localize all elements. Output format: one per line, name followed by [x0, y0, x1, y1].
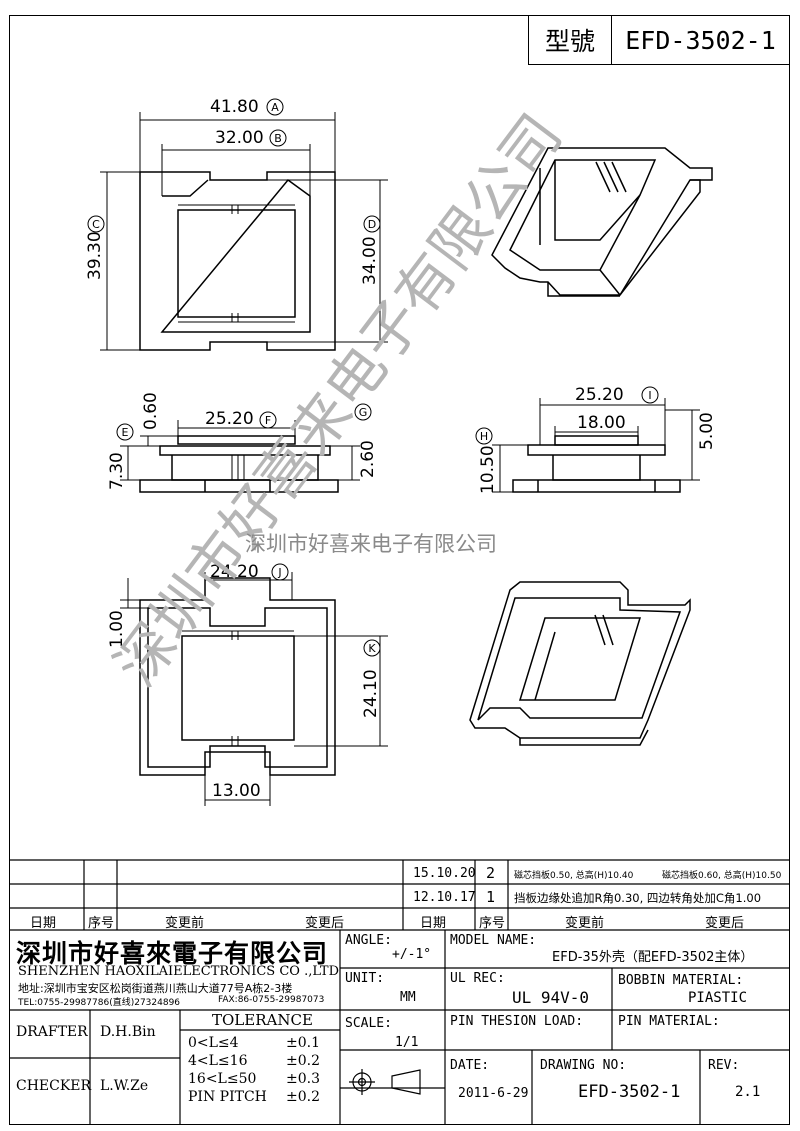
projection-symbol — [349, 1069, 421, 1095]
hdr-after-right: 变更后 — [705, 916, 745, 931]
dim-39-30: 39.30 — [85, 231, 105, 280]
dim-24-20: 24.20 — [210, 562, 259, 582]
tag-g: G — [359, 406, 368, 419]
tol-value-3: ±0.3 — [286, 1071, 320, 1087]
bobbin-label: BOBBIN MATERIAL: — [618, 973, 744, 988]
dim-34-00: 34.00 — [360, 236, 380, 285]
scale-value: 1/1 — [395, 1035, 419, 1050]
rev-2-after: 磁芯挡板0.60, 总高(H)10.50 — [662, 871, 782, 881]
tol-range-4: PIN PITCH — [188, 1089, 267, 1105]
tag-k: K — [368, 642, 376, 655]
hdr-no-right: 序号 — [479, 916, 506, 931]
bobbin-value: PIASTIC — [688, 990, 748, 1006]
rev-2-no: 2 — [486, 864, 496, 882]
model-label: 型號 — [529, 16, 612, 64]
model-number: EFD-3502-1 — [625, 25, 776, 55]
hdr-after-left: 变更后 — [305, 916, 345, 931]
model-box: 型號 EFD-3502-1 — [528, 15, 790, 65]
rev-1-date: 12.10.17 — [413, 890, 476, 905]
hdr-date-left: 日期 — [30, 916, 57, 931]
unit-value: MM — [400, 990, 416, 1005]
dim-7-30: 7.30 — [107, 452, 127, 490]
side-view-left — [120, 420, 360, 493]
tol-value-2: ±0.2 — [286, 1053, 320, 1069]
tolerance-title: TOLERANCE — [212, 1011, 313, 1029]
dim-41-80: 41.80 — [210, 97, 259, 117]
company-name-cn: 深圳市好喜來電子有限公司 — [16, 939, 329, 968]
model-name-label: MODEL NAME: — [450, 933, 537, 948]
dim-25-20-f: 25.20 — [205, 409, 254, 429]
tag-a: A — [271, 101, 279, 114]
model-name-value: EFD-35外壳（配EFD-3502主体） — [552, 950, 754, 965]
pin-load-label: PIN THESION LOAD: — [450, 1014, 584, 1029]
dim-5-00: 5.00 — [697, 412, 717, 450]
drawing-no-label: DRAWING NO: — [540, 1058, 627, 1073]
tol-value-1: ±0.1 — [286, 1035, 320, 1051]
angle-label: ANGLE: — [345, 933, 392, 948]
ul-value: UL 94V-0 — [512, 988, 590, 1007]
rev-2-before: 磁芯挡板0.50, 总高(H)10.40 — [514, 871, 634, 881]
hdr-date-right: 日期 — [420, 916, 447, 931]
tag-j: J — [277, 566, 281, 579]
dim-10-50: 10.50 — [478, 445, 498, 494]
dim-0-60: 0.60 — [141, 392, 161, 430]
top-view — [100, 112, 388, 351]
company-tel: TEL:0755-29987786(直线)27324896 — [18, 998, 181, 1008]
side-view-right — [492, 398, 700, 493]
dim-2-60: 2.60 — [358, 440, 378, 478]
iso-view-top — [491, 147, 713, 297]
tag-b: B — [274, 132, 282, 145]
dim-32-00: 32.00 — [215, 128, 264, 148]
dim-1-00: 1.00 — [107, 610, 127, 648]
tag-h: H — [480, 430, 488, 443]
rev-2-date: 15.10.20 — [413, 866, 476, 881]
tol-range-3: 16<L≤50 — [188, 1071, 257, 1087]
checker-label: CHECKER — [16, 1078, 92, 1094]
rev-1-before: 挡板边缘处追加R角0.30, 四边转角处加C角1.00 — [514, 891, 762, 905]
rev-1-no: 1 — [486, 888, 496, 906]
tag-f: F — [265, 414, 271, 427]
angle-value: +/-1° — [392, 947, 432, 962]
company-address: 地址:深圳市宝安区松岗街道燕川燕山大道77号A栋2-3楼 — [18, 982, 293, 995]
bottom-view — [120, 572, 388, 806]
drawing-frame — [9, 15, 790, 1125]
tol-range-1: 0<L≤4 — [188, 1035, 239, 1051]
tag-e: E — [122, 426, 129, 439]
pin-material-label: PIN MATERIAL: — [618, 1014, 720, 1029]
ul-label: UL REC: — [450, 971, 505, 986]
dim-13-00: 13.00 — [212, 781, 261, 801]
company-name-en: SHENZHEN HAOXILAIELECTRONICS CO .,LTD — [18, 964, 340, 979]
hdr-no-left: 序号 — [88, 916, 115, 931]
dim-24-10: 24.10 — [361, 669, 381, 718]
company-fax: FAX:86-0755-29987073 — [218, 995, 325, 1005]
dim-25-20-i: 25.20 — [575, 385, 624, 405]
drafter-label: DRAFTER — [16, 1024, 88, 1040]
hdr-before-left: 变更前 — [165, 916, 205, 931]
tag-d: D — [368, 218, 376, 231]
drafter-value: D.H.Bin — [100, 1024, 156, 1040]
rev-label: REV: — [708, 1058, 740, 1073]
date-label: DATE: — [450, 1058, 490, 1073]
tol-range-2: 4<L≤16 — [188, 1053, 248, 1069]
scale-label: SCALE: — [345, 1016, 392, 1031]
dim-18-00: 18.00 — [577, 413, 626, 433]
rev-value: 2.1 — [735, 1084, 761, 1100]
tol-value-4: ±0.2 — [286, 1089, 320, 1105]
watermark-text: 深圳市好喜来电子有限公司 — [245, 532, 497, 556]
unit-label: UNIT: — [345, 971, 385, 986]
iso-view-bottom — [469, 581, 691, 746]
drawing-no-value: EFD-3502-1 — [578, 1082, 681, 1102]
tag-i: I — [648, 389, 651, 402]
tag-c: C — [92, 218, 100, 231]
checker-value: L.W.Ze — [100, 1078, 149, 1094]
hdr-before-right: 变更前 — [565, 916, 605, 931]
date-value: 2011-6-29 — [458, 1086, 529, 1101]
